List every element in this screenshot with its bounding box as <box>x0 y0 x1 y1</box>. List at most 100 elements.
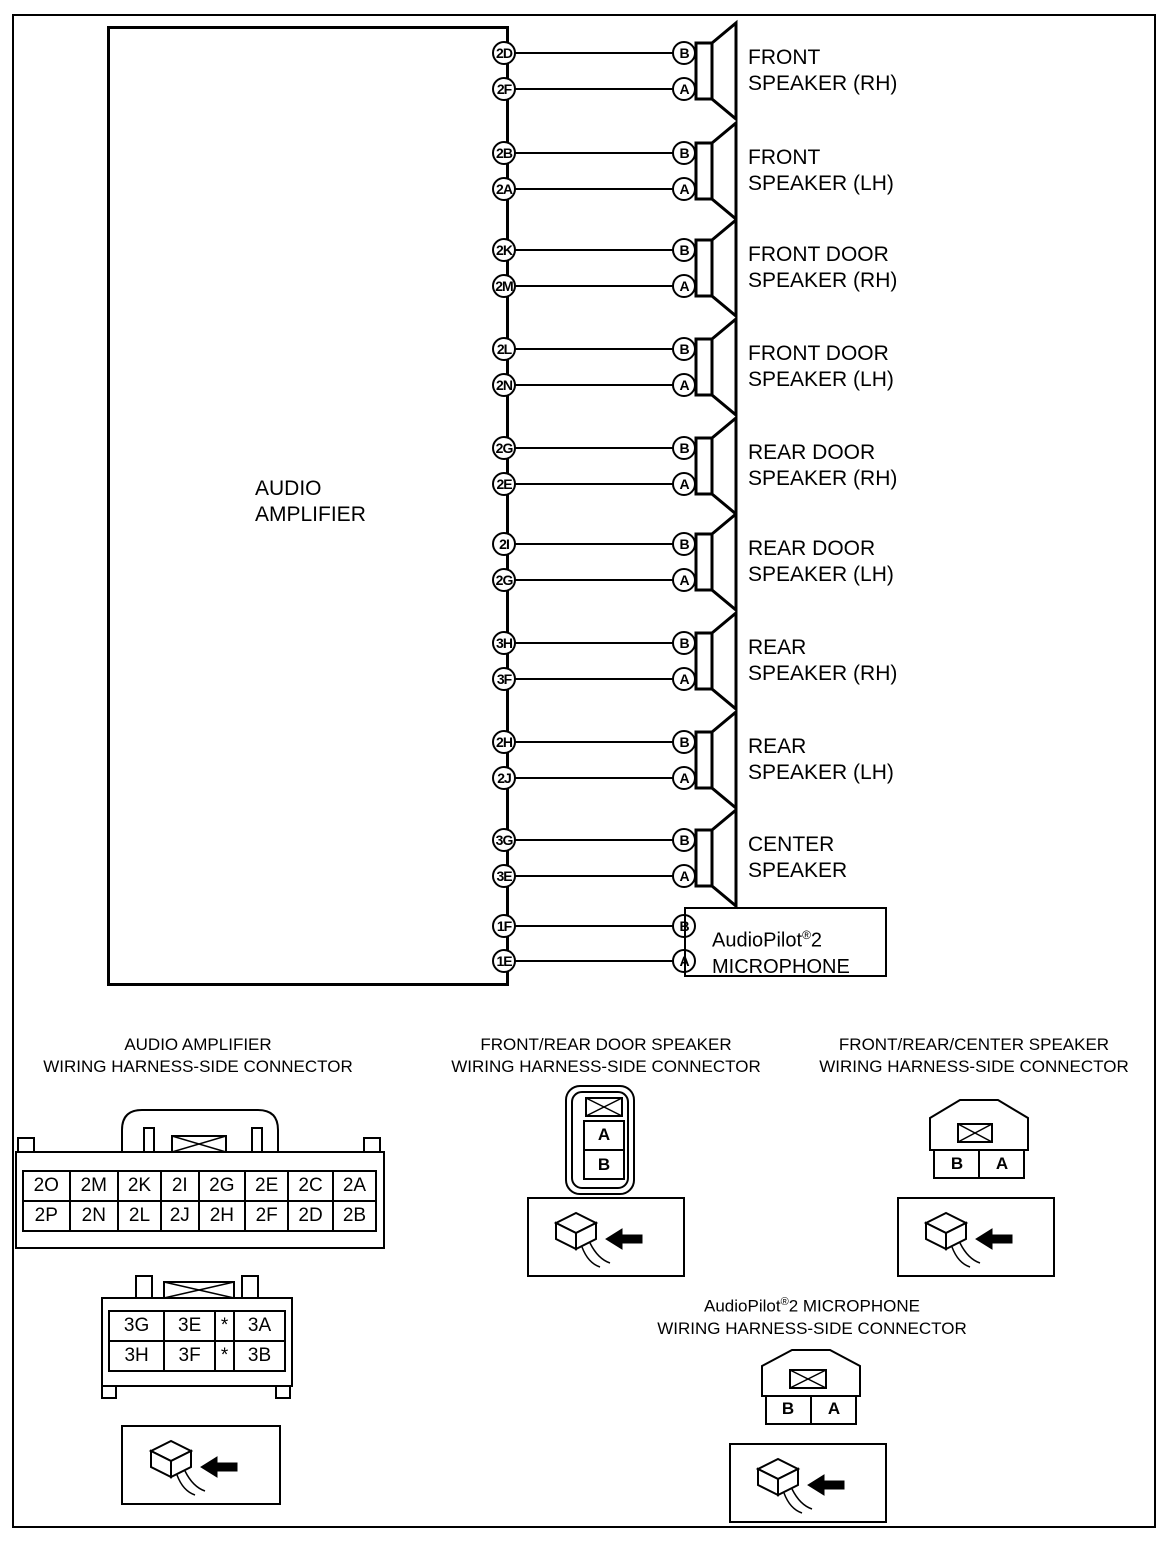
connector-pin-cell: 2E <box>244 1170 290 1202</box>
speaker-pin: A <box>672 667 696 691</box>
amp-pin: 3G <box>492 828 516 852</box>
microphone-label: AudioPilot®2 MICROPHONE <box>712 922 850 980</box>
amp-pin: 2M <box>492 274 516 298</box>
speaker-label-line1: FRONT DOOR <box>748 243 889 266</box>
speaker-label-line1: REAR DOOR <box>748 537 876 560</box>
door-connector-title: FRONT/REAR DOOR SPEAKER WIRING HARNESS-S… <box>430 1034 782 1078</box>
speaker-pin: B <box>672 631 696 655</box>
door-connector-housing <box>565 1085 635 1195</box>
connector-pin-cell: 2A <box>331 1170 378 1202</box>
speaker-pin: A <box>672 472 696 496</box>
door-connector-pin-b: B <box>597 1155 611 1174</box>
amp-pin: 3H <box>492 631 516 655</box>
mic-label-reg: ® <box>802 928 811 942</box>
speaker-pin: A <box>672 864 696 888</box>
amp-pin: 2E <box>492 472 516 496</box>
speaker-label-line2: SPEAKER (LH) <box>748 368 894 391</box>
mic-connector-title-reg: ® <box>780 1296 789 1308</box>
speaker-magnet <box>694 41 714 101</box>
speaker-pin: A <box>672 177 696 201</box>
speaker-magnet <box>694 828 714 888</box>
connector-pin-cell: 2I <box>159 1170 200 1202</box>
speaker-pin: A <box>672 373 696 397</box>
connector-pin-cell: * <box>214 1310 236 1342</box>
diagram-frame <box>12 14 1156 1528</box>
amp-label-line2: AMPLIFIER <box>255 503 366 526</box>
connector-pin-cell: 2B <box>331 1200 378 1232</box>
connector-pin-cell: 2M <box>68 1170 119 1202</box>
connector-pin-cell: * <box>214 1340 236 1372</box>
mic-connector-pin-b: B <box>781 1399 795 1418</box>
amp-pin: 2D <box>492 41 516 65</box>
amp-pin: 2I <box>492 532 516 556</box>
amp-pin: 2N <box>492 373 516 397</box>
connector-pin-cell: 3F <box>163 1340 217 1372</box>
speaker-cone-icon <box>710 708 738 812</box>
door-connector-title-line1: FRONT/REAR DOOR SPEAKER <box>480 1035 732 1054</box>
amp-connector-title: AUDIO AMPLIFIER WIRING HARNESS-SIDE CONN… <box>22 1034 374 1078</box>
door-connector-pin-a: A <box>597 1125 611 1144</box>
speaker-pin: B <box>672 436 696 460</box>
door-connector-title-line2: WIRING HARNESS-SIDE CONNECTOR <box>451 1057 761 1076</box>
speaker-magnet <box>694 337 714 397</box>
speaker-pin: B <box>672 238 696 262</box>
amp-pin: 1F <box>492 914 516 938</box>
amp-pin: 2G <box>492 568 516 592</box>
mic-connector-lock-icon-x <box>789 1369 827 1389</box>
mic-label-suffix: 2 <box>810 929 823 952</box>
frc-connector-pin-b: B <box>950 1154 964 1173</box>
speaker-pin: B <box>672 337 696 361</box>
wire-leads-icon <box>581 1242 611 1268</box>
speaker-cone-icon <box>710 510 738 614</box>
speaker-label-line1: CENTER <box>748 833 835 856</box>
speaker-magnet <box>694 238 714 298</box>
amp-pin: 2F <box>492 77 516 101</box>
amp-connector-lock-icon-x <box>171 1135 227 1153</box>
speaker-pin: B <box>672 532 696 556</box>
amp-pin: 2H <box>492 730 516 754</box>
speaker-cone-icon <box>710 414 738 518</box>
amp-small-connector-foot <box>101 1385 117 1399</box>
speaker-label-line2: SPEAKER (LH) <box>748 172 894 195</box>
door-connector-housing-inner <box>571 1091 629 1189</box>
speaker-cone-icon <box>710 19 738 123</box>
amp-connector-title-line2: WIRING HARNESS-SIDE CONNECTOR <box>43 1057 353 1076</box>
speaker-magnet <box>694 532 714 592</box>
speaker-pin: A <box>672 568 696 592</box>
amp-connector-latch-post <box>251 1127 263 1153</box>
audio-amplifier-box <box>107 26 509 986</box>
amp-small-connector-tab <box>241 1275 259 1299</box>
connector-pin-cell: 3A <box>233 1310 286 1342</box>
speaker-label-line2: SPEAKER (RH) <box>748 467 898 490</box>
wire-leads-icon <box>783 1488 813 1514</box>
amp-pin: 2B <box>492 141 516 165</box>
frc-connector-title-line1: FRONT/REAR/CENTER SPEAKER <box>838 1035 1110 1054</box>
speaker-pin: A <box>672 77 696 101</box>
amp-connector-tab <box>17 1137 35 1153</box>
frc-connector-title: FRONT/REAR/CENTER SPEAKER WIRING HARNESS… <box>798 1034 1150 1078</box>
frc-connector-lock-icon-x <box>957 1123 993 1143</box>
frc-connector-housing <box>929 1099 1029 1151</box>
amp-pin: 2A <box>492 177 516 201</box>
connector-pin-cell: 2L <box>116 1200 162 1232</box>
speaker-pin: B <box>672 828 696 852</box>
mic-connector-orientation-panel <box>729 1443 887 1523</box>
mic-connector-title-suffix: 2 MICROPHONE <box>788 1296 920 1316</box>
frc-connector-orientation-panel <box>897 1197 1055 1277</box>
insert-arrow-icon <box>200 1456 238 1478</box>
connector-plug-icon <box>575 1221 597 1251</box>
amp-label-line1: AUDIO <box>255 477 322 500</box>
speaker-cone-icon <box>710 609 738 713</box>
connector-plug-icon <box>777 1467 799 1497</box>
speaker-label-line2: SPEAKER (LH) <box>748 563 894 586</box>
speaker-label-line1: REAR DOOR <box>748 441 876 464</box>
amp-connector-latch <box>121 1109 279 1152</box>
speaker-label: REAR DOOR SPEAKER (LH) <box>748 536 894 588</box>
